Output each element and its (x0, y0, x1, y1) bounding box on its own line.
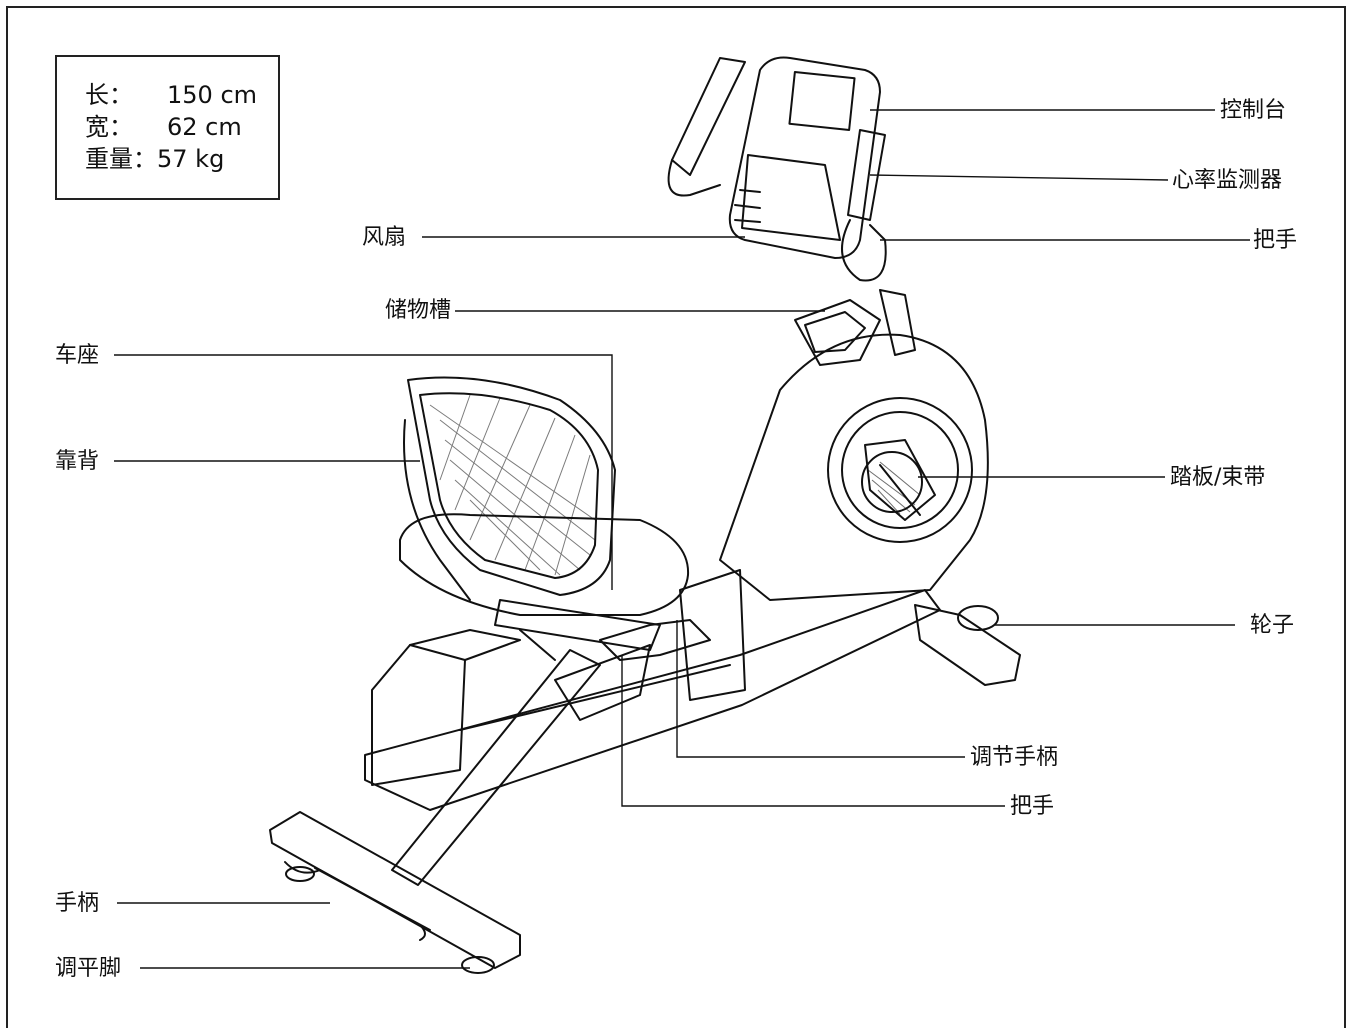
flywheel-housing (679, 333, 989, 701)
spec-weight: 重量：57 kg (85, 145, 224, 173)
leader-handlebar-lower (621, 655, 1005, 807)
label-handle: 手柄 (55, 891, 100, 917)
spec-weight-value: 57 kg (157, 145, 225, 173)
label-heart-rate-monitor: 心率监测器 (1172, 168, 1283, 194)
seat-rail-base (371, 629, 521, 786)
label-storage-tray: 储物槽 (385, 298, 452, 324)
leader-seat (114, 354, 613, 590)
label-adjust-handle: 调节手柄 (970, 745, 1059, 771)
spec-length-value: 150 cm (167, 81, 258, 109)
label-seat: 车座 (55, 343, 100, 369)
lower-handlebar-art (554, 619, 711, 721)
console-art (667, 56, 887, 282)
rear-stabilizer (269, 811, 521, 974)
label-handlebar-upper: 把手 (1253, 228, 1298, 254)
leader-heart-rate (869, 174, 1169, 181)
pedal-mesh (867, 461, 921, 515)
label-console: 控制台 (1220, 98, 1287, 124)
seat-art (399, 376, 690, 661)
spec-width-label: 宽： (85, 113, 133, 141)
specs-box: 长： 150 cm 宽： 62 cm 重量：57 kg (55, 55, 280, 200)
backrest-mesh (429, 394, 596, 576)
spec-width-value: 62 cm (167, 113, 242, 141)
label-leveling-foot: 调平脚 (55, 956, 122, 982)
pedal-strap-art (864, 439, 936, 521)
front-stabilizer (914, 604, 1021, 686)
label-wheel: 轮子 (1250, 613, 1295, 639)
console-mast (794, 289, 916, 366)
spec-width: 宽： 62 cm (85, 113, 242, 141)
label-backrest: 靠背 (55, 449, 100, 475)
label-handlebar-lower: 把手 (1010, 794, 1055, 820)
leader-adjust-handle (676, 620, 965, 758)
label-fan: 风扇 (362, 225, 407, 251)
diagram-frame (6, 6, 1346, 1028)
spec-weight-label: 重量： (85, 145, 157, 173)
spec-length-label: 长： (85, 81, 133, 109)
leader-lines (114, 109, 1250, 969)
spec-length: 长： 150 cm (85, 81, 257, 109)
label-pedal-strap: 踏板/束带 (1170, 465, 1266, 491)
